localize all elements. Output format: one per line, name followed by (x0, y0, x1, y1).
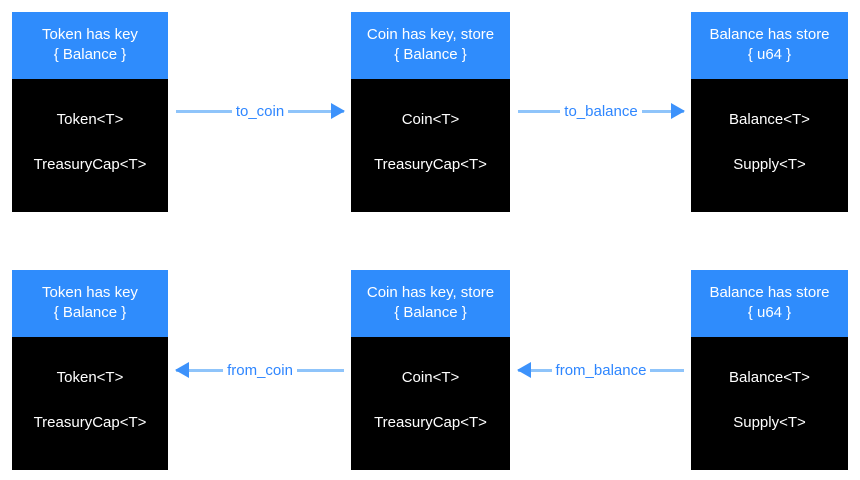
node-balance-top-type-2: Supply<T> (733, 155, 806, 173)
node-coin-top[interactable]: Coin has key, store { Balance } Coin<T> … (351, 12, 510, 212)
node-token-top[interactable]: Token has key { Balance } Token<T> Treas… (12, 12, 168, 212)
arrow-left-icon (175, 362, 189, 378)
node-balance-top-body: Balance<T> Supply<T> (691, 79, 848, 212)
node-balance-top[interactable]: Balance has store { u64 } Balance<T> Sup… (691, 12, 848, 212)
edge-to-coin: to_coin (176, 98, 345, 124)
arrow-right-icon (671, 103, 685, 119)
node-token-bottom[interactable]: Token has key { Balance } Token<T> Treas… (12, 270, 168, 470)
node-balance-bottom-type-2: Supply<T> (733, 413, 806, 431)
node-coin-bottom-type-2: TreasuryCap<T> (374, 413, 487, 431)
node-coin-bottom-type-1: Coin<T> (401, 368, 460, 386)
node-coin-top-type-1: Coin<T> (401, 110, 460, 128)
edge-to-coin-label: to_coin (231, 103, 289, 119)
node-token-top-body: Token<T> TreasuryCap<T> (12, 79, 168, 212)
edge-from-coin: from_coin (175, 357, 344, 383)
node-token-bottom-header: Token has key { Balance } (12, 270, 168, 337)
node-coin-top-header: Coin has key, store { Balance } (351, 12, 510, 79)
arrow-left-icon (517, 362, 531, 378)
node-token-bottom-body: Token<T> TreasuryCap<T> (12, 337, 168, 470)
node-coin-top-type-2: TreasuryCap<T> (374, 155, 487, 173)
node-balance-top-type-1: Balance<T> (729, 110, 810, 128)
node-coin-top-body: Coin<T> TreasuryCap<T> (351, 79, 510, 212)
edge-from-coin-label: from_coin (223, 362, 297, 378)
node-token-bottom-type-2: TreasuryCap<T> (33, 413, 147, 431)
node-balance-bottom-type-1: Balance<T> (729, 368, 810, 386)
arrow-right-icon (331, 103, 345, 119)
edge-from-balance-label: from_balance (551, 362, 651, 378)
node-token-top-type-2: TreasuryCap<T> (33, 155, 147, 173)
edge-to-balance: to_balance (518, 98, 685, 124)
node-coin-bottom-body: Coin<T> TreasuryCap<T> (351, 337, 510, 470)
node-balance-top-header: Balance has store { u64 } (691, 12, 848, 79)
edge-to-balance-label: to_balance (560, 103, 642, 119)
node-token-top-type-1: Token<T> (56, 110, 124, 128)
node-coin-bottom[interactable]: Coin has key, store { Balance } Coin<T> … (351, 270, 510, 470)
node-balance-bottom-header: Balance has store { u64 } (691, 270, 848, 337)
node-balance-bottom-body: Balance<T> Supply<T> (691, 337, 848, 470)
node-token-top-header: Token has key { Balance } (12, 12, 168, 79)
node-token-bottom-type-1: Token<T> (56, 368, 124, 386)
node-coin-bottom-header: Coin has key, store { Balance } (351, 270, 510, 337)
edge-from-balance: from_balance (517, 357, 684, 383)
node-balance-bottom[interactable]: Balance has store { u64 } Balance<T> Sup… (691, 270, 848, 470)
